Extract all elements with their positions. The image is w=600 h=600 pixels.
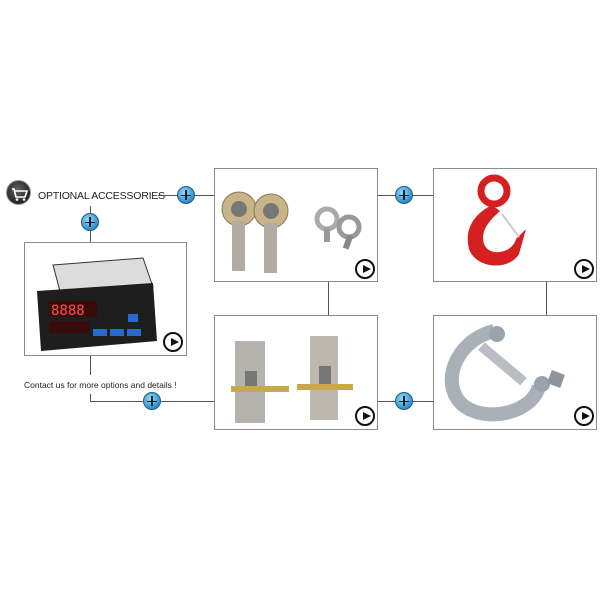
connector-line bbox=[546, 281, 547, 315]
connector-line bbox=[90, 355, 91, 375]
red-hook-image bbox=[467, 174, 526, 266]
rod-end-bearings-image bbox=[221, 191, 362, 273]
expand-plus-button[interactable] bbox=[143, 392, 161, 410]
play-icon[interactable] bbox=[355, 259, 375, 279]
svg-text:8888: 8888 bbox=[51, 303, 85, 319]
cart-icon bbox=[6, 180, 31, 205]
product-card-lifting-hook[interactable] bbox=[433, 168, 597, 282]
connector-line bbox=[90, 394, 91, 402]
display-meter-image: 8888 bbox=[37, 257, 157, 351]
bow-shackle-image bbox=[444, 324, 565, 422]
product-card-display-meter[interactable]: 8888 bbox=[24, 242, 187, 356]
play-icon[interactable] bbox=[163, 332, 183, 352]
product-card-bow-shackle[interactable] bbox=[433, 315, 597, 430]
play-icon[interactable] bbox=[355, 406, 375, 426]
expand-plus-button[interactable] bbox=[395, 392, 413, 410]
expand-plus-button[interactable] bbox=[395, 186, 413, 204]
clevis-joints-image bbox=[231, 336, 353, 423]
product-card-rod-end-bearings[interactable] bbox=[214, 168, 378, 282]
section-title: OPTIONAL ACCESSORIES bbox=[38, 190, 165, 202]
contact-text: Contact us for more options and details … bbox=[24, 380, 177, 390]
product-card-clevis-joints[interactable] bbox=[214, 315, 378, 430]
connector-line bbox=[328, 281, 329, 315]
expand-plus-button[interactable] bbox=[81, 213, 99, 231]
play-icon[interactable] bbox=[574, 406, 594, 426]
expand-plus-button[interactable] bbox=[177, 186, 195, 204]
play-icon[interactable] bbox=[574, 259, 594, 279]
